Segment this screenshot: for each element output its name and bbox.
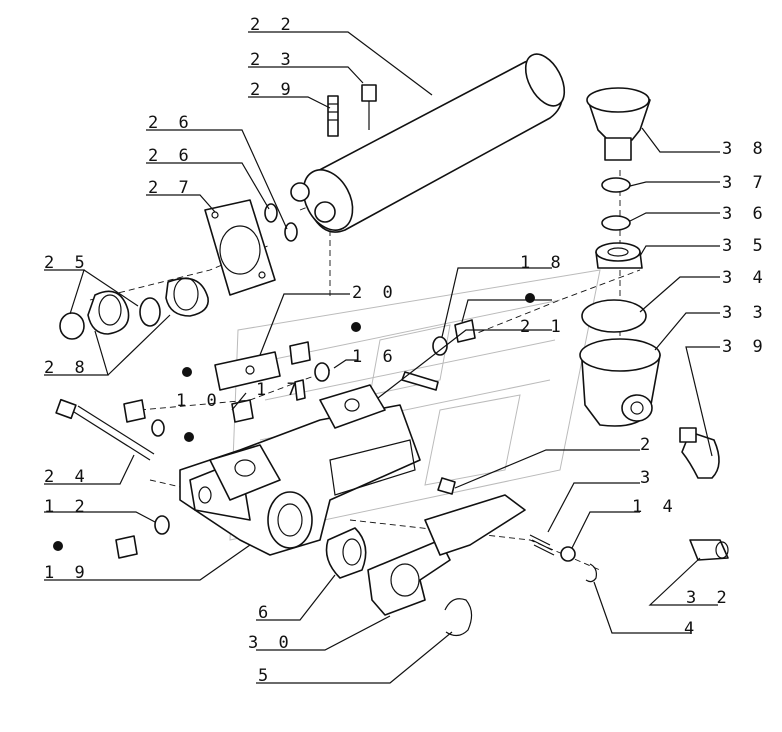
part-30-gasket <box>367 494 526 616</box>
part-33-bowl <box>579 338 661 427</box>
label-32: 3 2 <box>686 588 732 608</box>
label-25: 2 5 <box>44 253 90 273</box>
part-20-plate <box>214 351 281 391</box>
label-19: 1 9 <box>44 563 90 583</box>
label-26b: 2 6 <box>148 146 194 166</box>
part-34-36-37-seals <box>581 177 647 333</box>
label-3: 3 <box>640 468 655 488</box>
part-39-elbow <box>679 427 720 479</box>
label-22: 2 2 <box>250 15 296 35</box>
label-16: 1 6 <box>352 347 398 367</box>
label-33: 3 3 <box>722 303 768 323</box>
part-26-rings <box>264 203 298 242</box>
label-30: 3 0 <box>248 633 294 653</box>
part-5-circlip <box>444 598 473 637</box>
part-22-cylinder <box>290 53 566 233</box>
part-25-28-adapters <box>59 277 209 340</box>
label-5: 5 <box>258 666 273 686</box>
part-38-cup <box>586 87 651 161</box>
label-18: 1 8 <box>520 253 566 273</box>
part-21-block <box>319 371 439 429</box>
label-35: 3 5 <box>722 236 768 256</box>
label-27: 2 7 <box>148 178 194 198</box>
leader-lines <box>44 31 720 684</box>
part-27-flange <box>204 199 276 296</box>
label-21: 2 1 <box>520 317 566 337</box>
label-24: 2 4 <box>44 467 90 487</box>
label-4: 4 <box>684 619 699 639</box>
label-17: 1 7 <box>256 380 302 400</box>
label-34: 3 4 <box>722 268 768 288</box>
label-28: 2 8 <box>44 358 90 378</box>
labels: 2 2 2 3 2 9 2 6 2 6 2 7 2 5 2 8 2 0 1 8 … <box>44 15 768 686</box>
part-6-piston <box>325 527 367 579</box>
label-26a: 2 6 <box>148 113 194 133</box>
label-29: 2 9 <box>250 80 296 100</box>
label-39: 3 9 <box>722 337 768 357</box>
part-2-3-14-4 <box>437 477 597 583</box>
part-29-stud <box>327 95 339 137</box>
label-12: 1 2 <box>44 497 90 517</box>
part-23-bolt <box>361 84 377 130</box>
label-20: 2 0 <box>352 283 398 303</box>
label-38: 3 8 <box>722 139 768 159</box>
part-35-nut <box>595 242 643 269</box>
label-37: 3 7 <box>722 173 768 193</box>
part-16-17-18 <box>289 319 476 401</box>
label-23: 2 3 <box>250 50 296 70</box>
part-24-bolt <box>55 398 155 461</box>
part-10-12-plugs <box>115 399 254 559</box>
label-2: 2 <box>640 435 655 455</box>
label-6: 6 <box>258 603 273 623</box>
part-19-housing <box>179 404 421 556</box>
label-14: 1 4 <box>632 497 678 517</box>
label-10: 1 0 <box>176 391 222 411</box>
label-36: 3 6 <box>722 204 768 224</box>
part-32-fitting <box>689 539 729 561</box>
